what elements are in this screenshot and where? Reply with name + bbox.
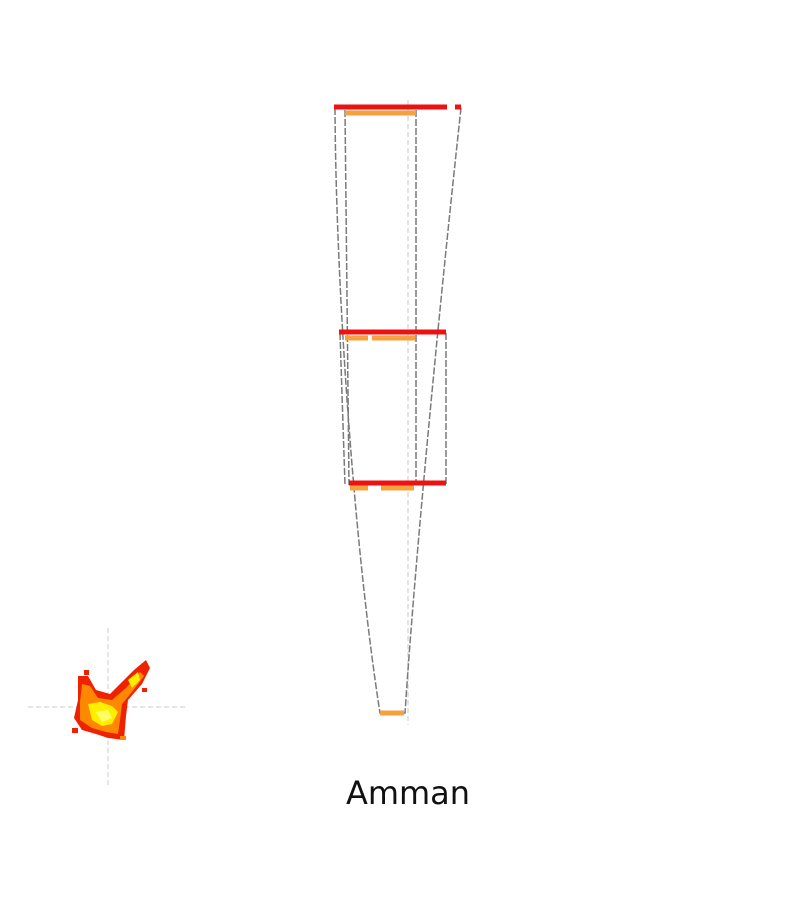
- diagram-caption: Amman: [345, 774, 471, 812]
- heat-blob-icon: [72, 660, 150, 740]
- funnel-inner-outline: [339, 109, 447, 486]
- funnel-outer-outline: [334, 107, 462, 714]
